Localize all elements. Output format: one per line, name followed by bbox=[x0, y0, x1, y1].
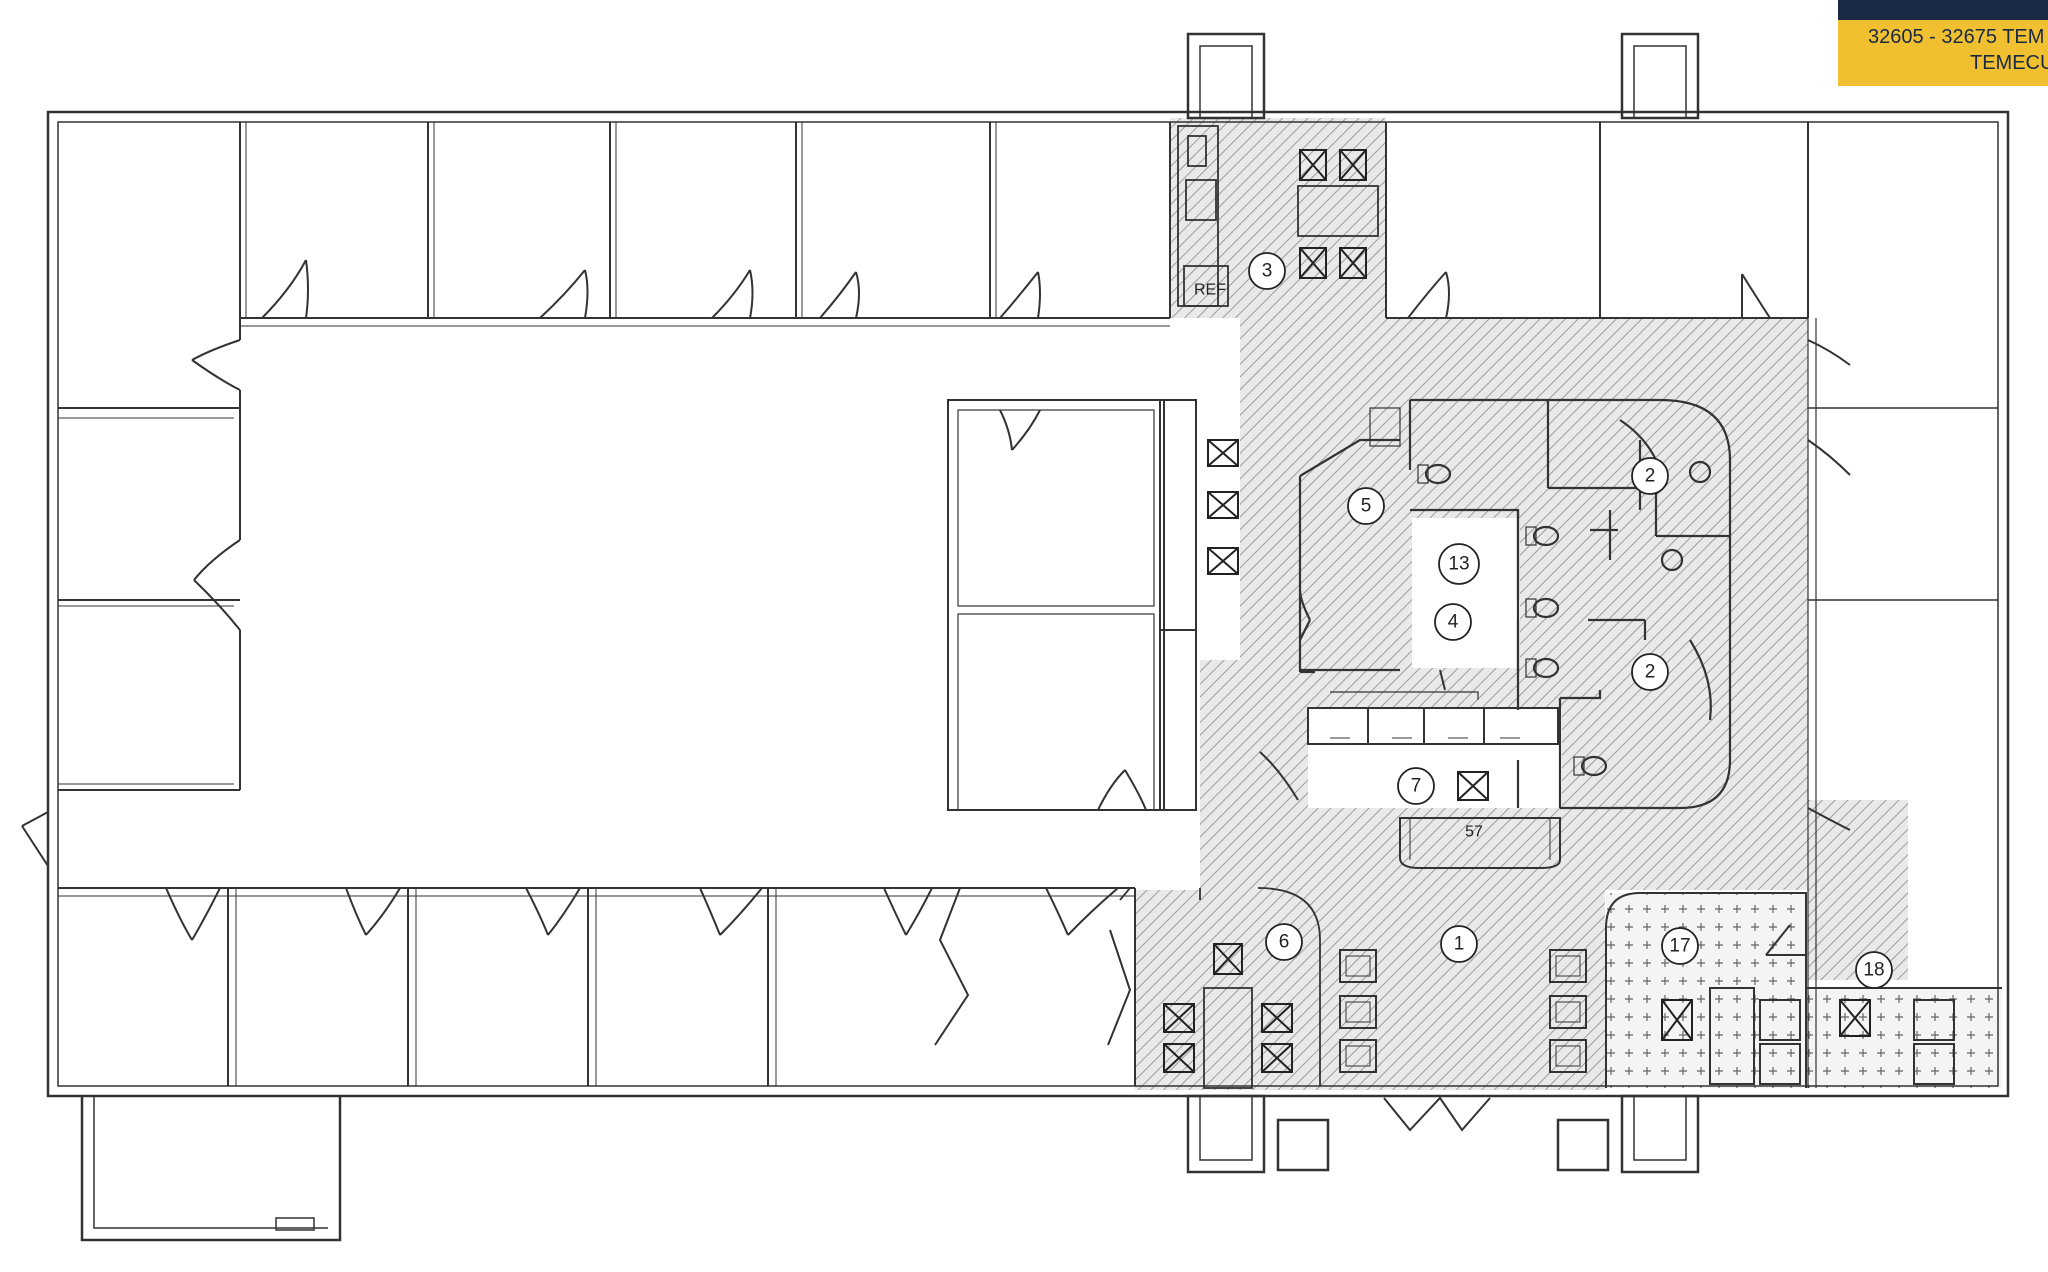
address-banner: 32605 - 32675 TEM TEMECU bbox=[1838, 20, 2048, 86]
room-marker-3 bbox=[1248, 252, 1286, 290]
room-number: 3 bbox=[1262, 261, 1273, 282]
room-number: 13 bbox=[1448, 554, 1469, 575]
restroom-core bbox=[1298, 398, 1732, 810]
room-number-labels: 1 2 2 3 4 5 6 7 13 17 18 REF 57 bbox=[1194, 261, 1885, 981]
central-office-block bbox=[947, 399, 1197, 811]
left-offices bbox=[21, 122, 241, 867]
room-number: 2 bbox=[1645, 662, 1656, 683]
chair bbox=[1163, 1043, 1195, 1073]
east-suite-walls bbox=[1605, 318, 2002, 1088]
chair bbox=[1839, 999, 1871, 1037]
ref-label: REF bbox=[1194, 282, 1226, 299]
room-marker-7 bbox=[1397, 767, 1435, 805]
room-marker-6 bbox=[1265, 923, 1303, 961]
office-chairs bbox=[1163, 149, 1871, 1073]
reception-counter bbox=[1259, 669, 1561, 869]
room-number: 4 bbox=[1448, 612, 1459, 633]
shaded-suite-area bbox=[1135, 118, 1908, 1090]
bottom-offices bbox=[58, 887, 1136, 1086]
room-number: 17 bbox=[1669, 936, 1690, 957]
chair bbox=[1661, 999, 1693, 1041]
chair bbox=[1207, 491, 1239, 519]
chair bbox=[1339, 247, 1367, 279]
room-marker-1 bbox=[1440, 925, 1478, 963]
chair bbox=[1261, 1003, 1293, 1033]
top-offices bbox=[239, 122, 1809, 327]
room-number-markers bbox=[1248, 252, 1893, 989]
chair bbox=[1207, 547, 1239, 575]
room-marker-4 bbox=[1434, 603, 1472, 641]
room-marker-5 bbox=[1347, 487, 1385, 525]
room-marker-17 bbox=[1661, 927, 1699, 965]
room-number: 5 bbox=[1361, 496, 1372, 517]
room-number: 7 bbox=[1411, 776, 1422, 797]
chair bbox=[1163, 1003, 1195, 1033]
room-marker-2a bbox=[1631, 457, 1669, 495]
room-number: 2 bbox=[1645, 466, 1656, 487]
conference-table bbox=[1119, 887, 1321, 1089]
address-line-2: TEMECU bbox=[1970, 52, 2048, 74]
kitchen-fixtures bbox=[1177, 125, 1379, 307]
chair bbox=[1299, 149, 1327, 181]
room-number: 1 bbox=[1454, 934, 1465, 955]
chair bbox=[1339, 149, 1367, 181]
exterior-walls bbox=[46, 32, 2010, 1242]
address-line-1: 32605 - 32675 TEM bbox=[1868, 26, 2045, 48]
chair bbox=[1261, 1043, 1293, 1073]
room-marker-2b bbox=[1631, 653, 1669, 691]
lobby-chairs bbox=[1339, 949, 1587, 1132]
chair bbox=[1207, 439, 1239, 467]
chair bbox=[1457, 771, 1489, 801]
room-number: 18 bbox=[1863, 960, 1884, 981]
chair bbox=[1299, 247, 1327, 279]
plus-pattern-area bbox=[1606, 893, 2002, 1088]
unit-57-label: 57 bbox=[1465, 824, 1483, 841]
room-marker-18 bbox=[1855, 951, 1893, 989]
header-navy-bar bbox=[1838, 0, 2048, 20]
chair bbox=[1213, 943, 1243, 975]
room-marker-13 bbox=[1438, 543, 1480, 585]
room-number: 6 bbox=[1279, 932, 1290, 953]
